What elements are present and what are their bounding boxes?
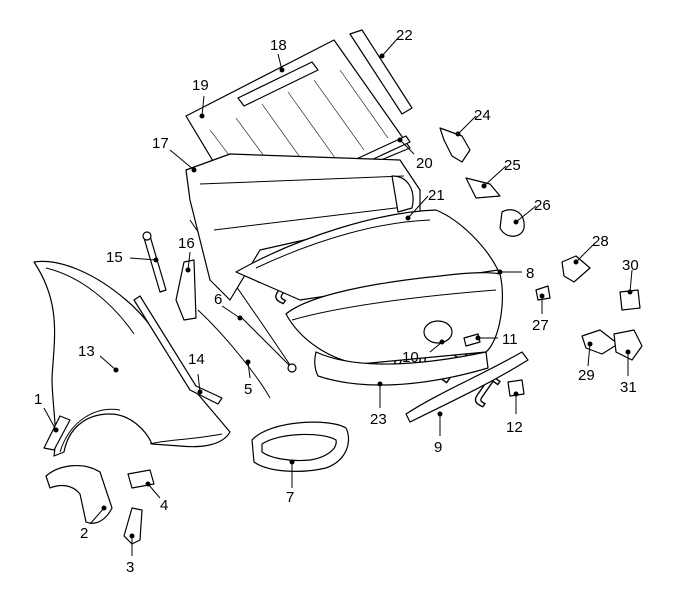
callout-23: 23 — [370, 411, 387, 428]
callout-30: 30 — [622, 257, 639, 274]
trunk-seal — [251, 421, 350, 472]
pillar-trim-strip — [349, 29, 413, 115]
trunk-hinge-bracket — [439, 127, 471, 163]
callout-9: 9 — [434, 439, 442, 456]
hinge-part-29 — [581, 329, 619, 355]
mounting-plate — [123, 507, 143, 545]
clip-part-12 — [507, 379, 525, 397]
callout-4: 4 — [160, 497, 168, 514]
callout-20: 20 — [416, 155, 433, 172]
callout-25: 25 — [504, 157, 521, 174]
callout-6: 6 — [214, 291, 222, 308]
rear-lower-trim — [405, 351, 529, 423]
callout-17: 17 — [152, 135, 169, 152]
callout-labels: 1 2 3 4 5 6 7 8 9 10 11 12 13 14 15 16 1… — [34, 27, 639, 576]
callout-2: 2 — [80, 525, 88, 542]
wheel-arch-liner — [45, 465, 113, 524]
front-fender — [33, 260, 231, 457]
callout-1: 1 — [34, 391, 42, 408]
callout-5: 5 — [244, 381, 252, 398]
callout-26: 26 — [534, 197, 551, 214]
clip-part-27 — [535, 285, 551, 301]
rear-bumper — [314, 351, 489, 386]
callout-3: 3 — [126, 559, 134, 576]
callout-31: 31 — [620, 379, 637, 396]
gas-strut — [142, 231, 167, 293]
callout-7: 7 — [286, 489, 294, 506]
callout-18: 18 — [270, 37, 287, 54]
callout-28: 28 — [592, 233, 609, 250]
callout-10: 10 — [402, 349, 419, 366]
callout-13: 13 — [78, 343, 95, 360]
callout-16: 16 — [178, 235, 195, 252]
callout-24: 24 — [474, 107, 491, 124]
fender-seal-strip — [133, 295, 223, 405]
cable-end — [287, 363, 297, 373]
lock-cylinder — [499, 209, 525, 237]
callout-11: 11 — [502, 331, 518, 348]
hinge-part-31 — [613, 329, 643, 361]
hood-hinge — [175, 259, 197, 321]
mirror-mount-strip — [237, 61, 319, 107]
leader-lines — [43, 37, 633, 556]
bracket-part-28 — [561, 255, 591, 283]
callout-14: 14 — [188, 351, 205, 368]
callout-29: 29 — [578, 367, 595, 384]
callout-22: 22 — [396, 27, 413, 44]
callout-12: 12 — [506, 419, 523, 436]
callout-15: 15 — [106, 249, 123, 266]
callout-19: 19 — [192, 77, 209, 94]
callout-21: 21 — [428, 187, 445, 204]
callout-27: 27 — [532, 317, 549, 334]
callout-8: 8 — [526, 265, 534, 282]
